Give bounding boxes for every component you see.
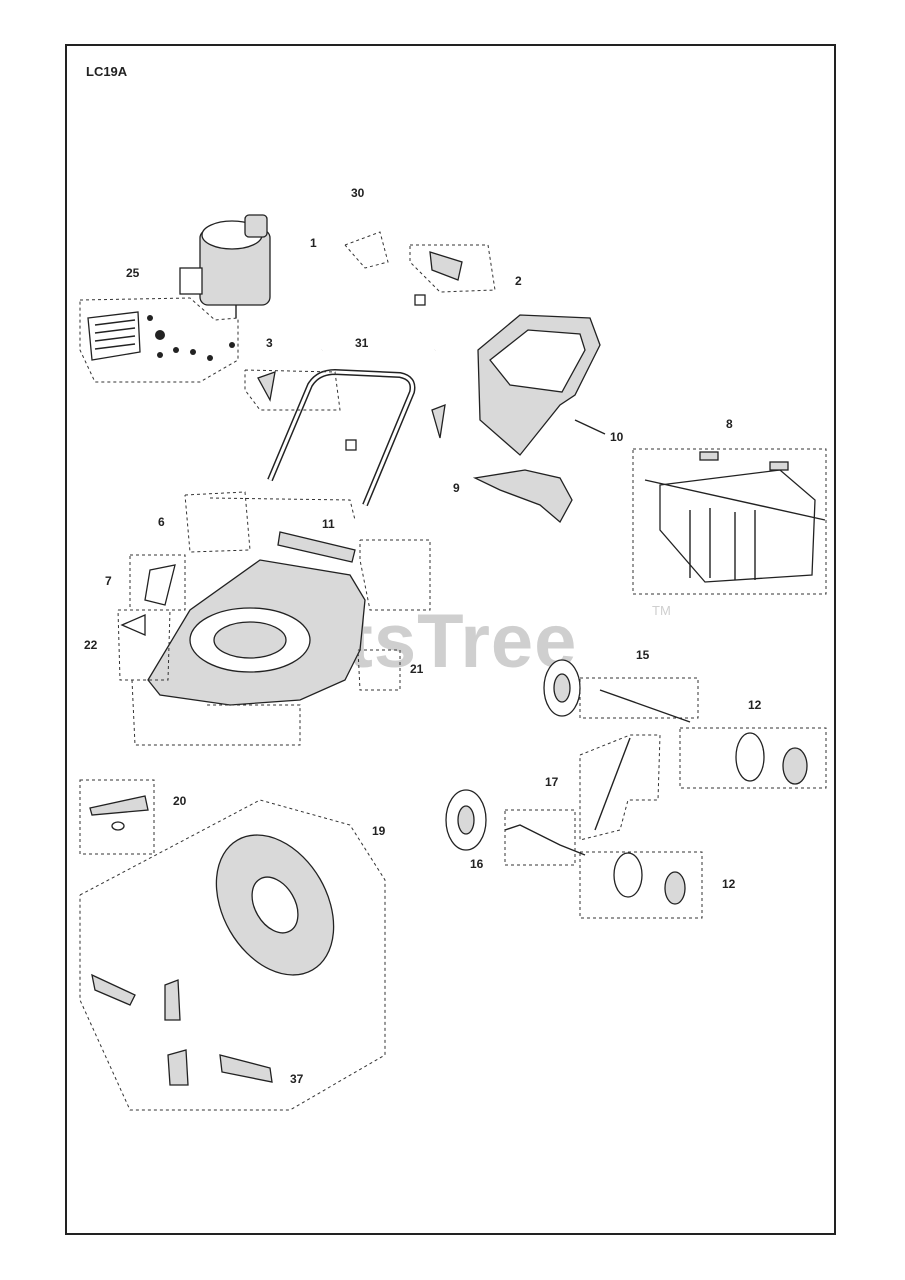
height-adjust-icon[interactable] [644, 451, 826, 583]
lower-handle-icon[interactable] [267, 368, 416, 507]
callout-31[interactable]: 31 [355, 336, 369, 350]
upper-handle-icon[interactable] [320, 187, 487, 351]
grass-catcher-icon[interactable] [477, 314, 601, 456]
callout-11[interactable]: 11 [322, 517, 335, 531]
callout-3[interactable]: 3 [266, 336, 273, 350]
callout-22[interactable]: 22 [84, 638, 98, 652]
blade-icon[interactable] [89, 795, 149, 831]
callout-1[interactable]: 1 [310, 236, 317, 250]
callout-16[interactable]: 16 [470, 857, 484, 871]
callout-17[interactable]: 17 [545, 775, 559, 789]
callout-7[interactable]: 7 [105, 574, 112, 588]
blade-carrier-icon[interactable] [192, 814, 357, 996]
deflector-icon[interactable] [472, 469, 573, 524]
diagram-frame [65, 44, 836, 1235]
callout-12-upper[interactable]: 12 [748, 698, 762, 712]
callout-21[interactable]: 21 [410, 662, 424, 676]
callout-37[interactable]: 37 [290, 1072, 304, 1086]
knob-icon[interactable] [257, 371, 446, 439]
callout-19[interactable]: 19 [372, 824, 386, 838]
engine-icon[interactable] [179, 214, 271, 318]
trademark: TM [652, 603, 671, 618]
axle-icon[interactable] [504, 824, 586, 856]
model-label: LC19A [86, 64, 128, 79]
callout-2[interactable]: 2 [515, 274, 522, 288]
callout-9[interactable]: 9 [453, 481, 460, 495]
callout-15[interactable]: 15 [636, 648, 650, 662]
callout-10[interactable]: 10 [610, 430, 624, 444]
callout-8[interactable]: 8 [726, 417, 733, 431]
cable-lever-icon[interactable] [429, 251, 463, 281]
callout-30[interactable]: 30 [351, 186, 365, 200]
deck-icon[interactable] [147, 559, 366, 706]
rear-flap-icon[interactable] [277, 531, 356, 563]
callout-25[interactable]: 25 [126, 266, 140, 280]
wheel-icon[interactable] [445, 659, 808, 905]
callout-12-lower[interactable]: 12 [722, 877, 736, 891]
callout-6[interactable]: 6 [158, 515, 165, 529]
engine-cover-icon[interactable] [87, 311, 141, 361]
callout-20[interactable]: 20 [173, 794, 187, 808]
